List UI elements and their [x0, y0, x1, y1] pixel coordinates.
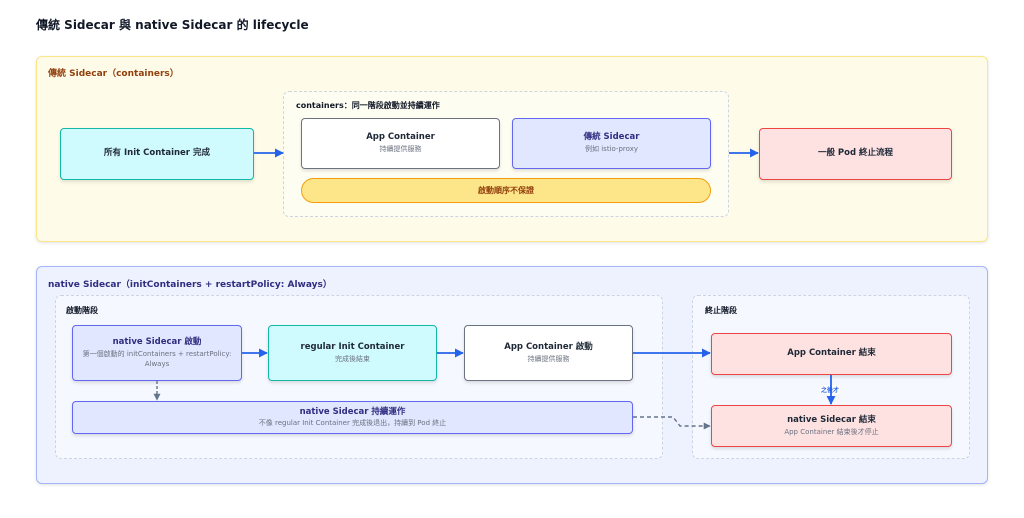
start-order-note: 啟動順序不保證 [301, 178, 711, 203]
native-sidecar-running-node: native Sidecar 持續運作 不像 regular Init Cont… [72, 401, 633, 434]
containers-group-label: containers：同一階段啟動並持續運作 [296, 101, 440, 110]
traditional-sidecar-subtitle: 例如 istio-proxy [585, 145, 638, 154]
app-container-end-node: App Container 結束 [711, 333, 952, 375]
pod-termination-node: 一般 Pod 終止流程 [759, 128, 952, 180]
native-panel-title: native Sidecar（initContainers + restartP… [48, 280, 332, 290]
app-container-start-title: App Container 啟動 [504, 341, 593, 352]
app-container-start-subtitle: 持續提供服務 [527, 354, 570, 363]
init-containers-done-node: 所有 Init Container 完成 [60, 128, 254, 180]
regular-init-subtitle: 完成後結束 [335, 354, 370, 363]
native-sidecar-end-title: native Sidecar 結束 [787, 414, 876, 425]
start-phase-label: 啟動階段 [66, 306, 98, 315]
native-sidecar-running-subtitle: 不像 regular Init Container 完成後退出，持續到 Pod … [258, 418, 447, 427]
pod-termination-label: 一般 Pod 終止流程 [817, 148, 894, 159]
init-done-label: 所有 Init Container 完成 [104, 148, 210, 159]
regular-init-container-node: regular Init Container 完成後結束 [268, 325, 437, 381]
regular-init-title: regular Init Container [300, 341, 405, 352]
traditional-sidecar-node: 傳統 Sidecar 例如 istio-proxy [512, 118, 711, 169]
native-sidecar-start-subtitle: 第一個啟動的 initContainers + restartPolicy: A… [82, 350, 232, 368]
app-container-start-node: App Container 啟動 持續提供服務 [464, 325, 633, 381]
stop-phase-label: 終止階段 [705, 306, 737, 315]
app-container-title: App Container [366, 132, 435, 143]
app-container-node: App Container 持續提供服務 [301, 118, 500, 169]
app-container-end-title: App Container 結束 [787, 348, 876, 359]
diagram-title: 傳統 Sidecar 與 native Sidecar 的 lifecycle [36, 18, 309, 32]
traditional-panel-title: 傳統 Sidecar（containers） [48, 69, 179, 79]
traditional-sidecar-title: 傳統 Sidecar [583, 132, 640, 143]
native-sidecar-start-title: native Sidecar 啟動 [112, 337, 202, 348]
native-sidecar-start-node: native Sidecar 啟動 第一個啟動的 initContainers … [72, 325, 242, 381]
native-sidecar-running-title: native Sidecar 持續運作 [299, 406, 406, 417]
native-sidecar-end-node: native Sidecar 結束 App Container 結束後才停止 [711, 405, 952, 447]
app-container-subtitle: 持續提供服務 [379, 145, 422, 154]
after-edge-label: 之後才 [820, 385, 841, 394]
native-sidecar-end-subtitle: App Container 結束後才停止 [784, 427, 879, 436]
